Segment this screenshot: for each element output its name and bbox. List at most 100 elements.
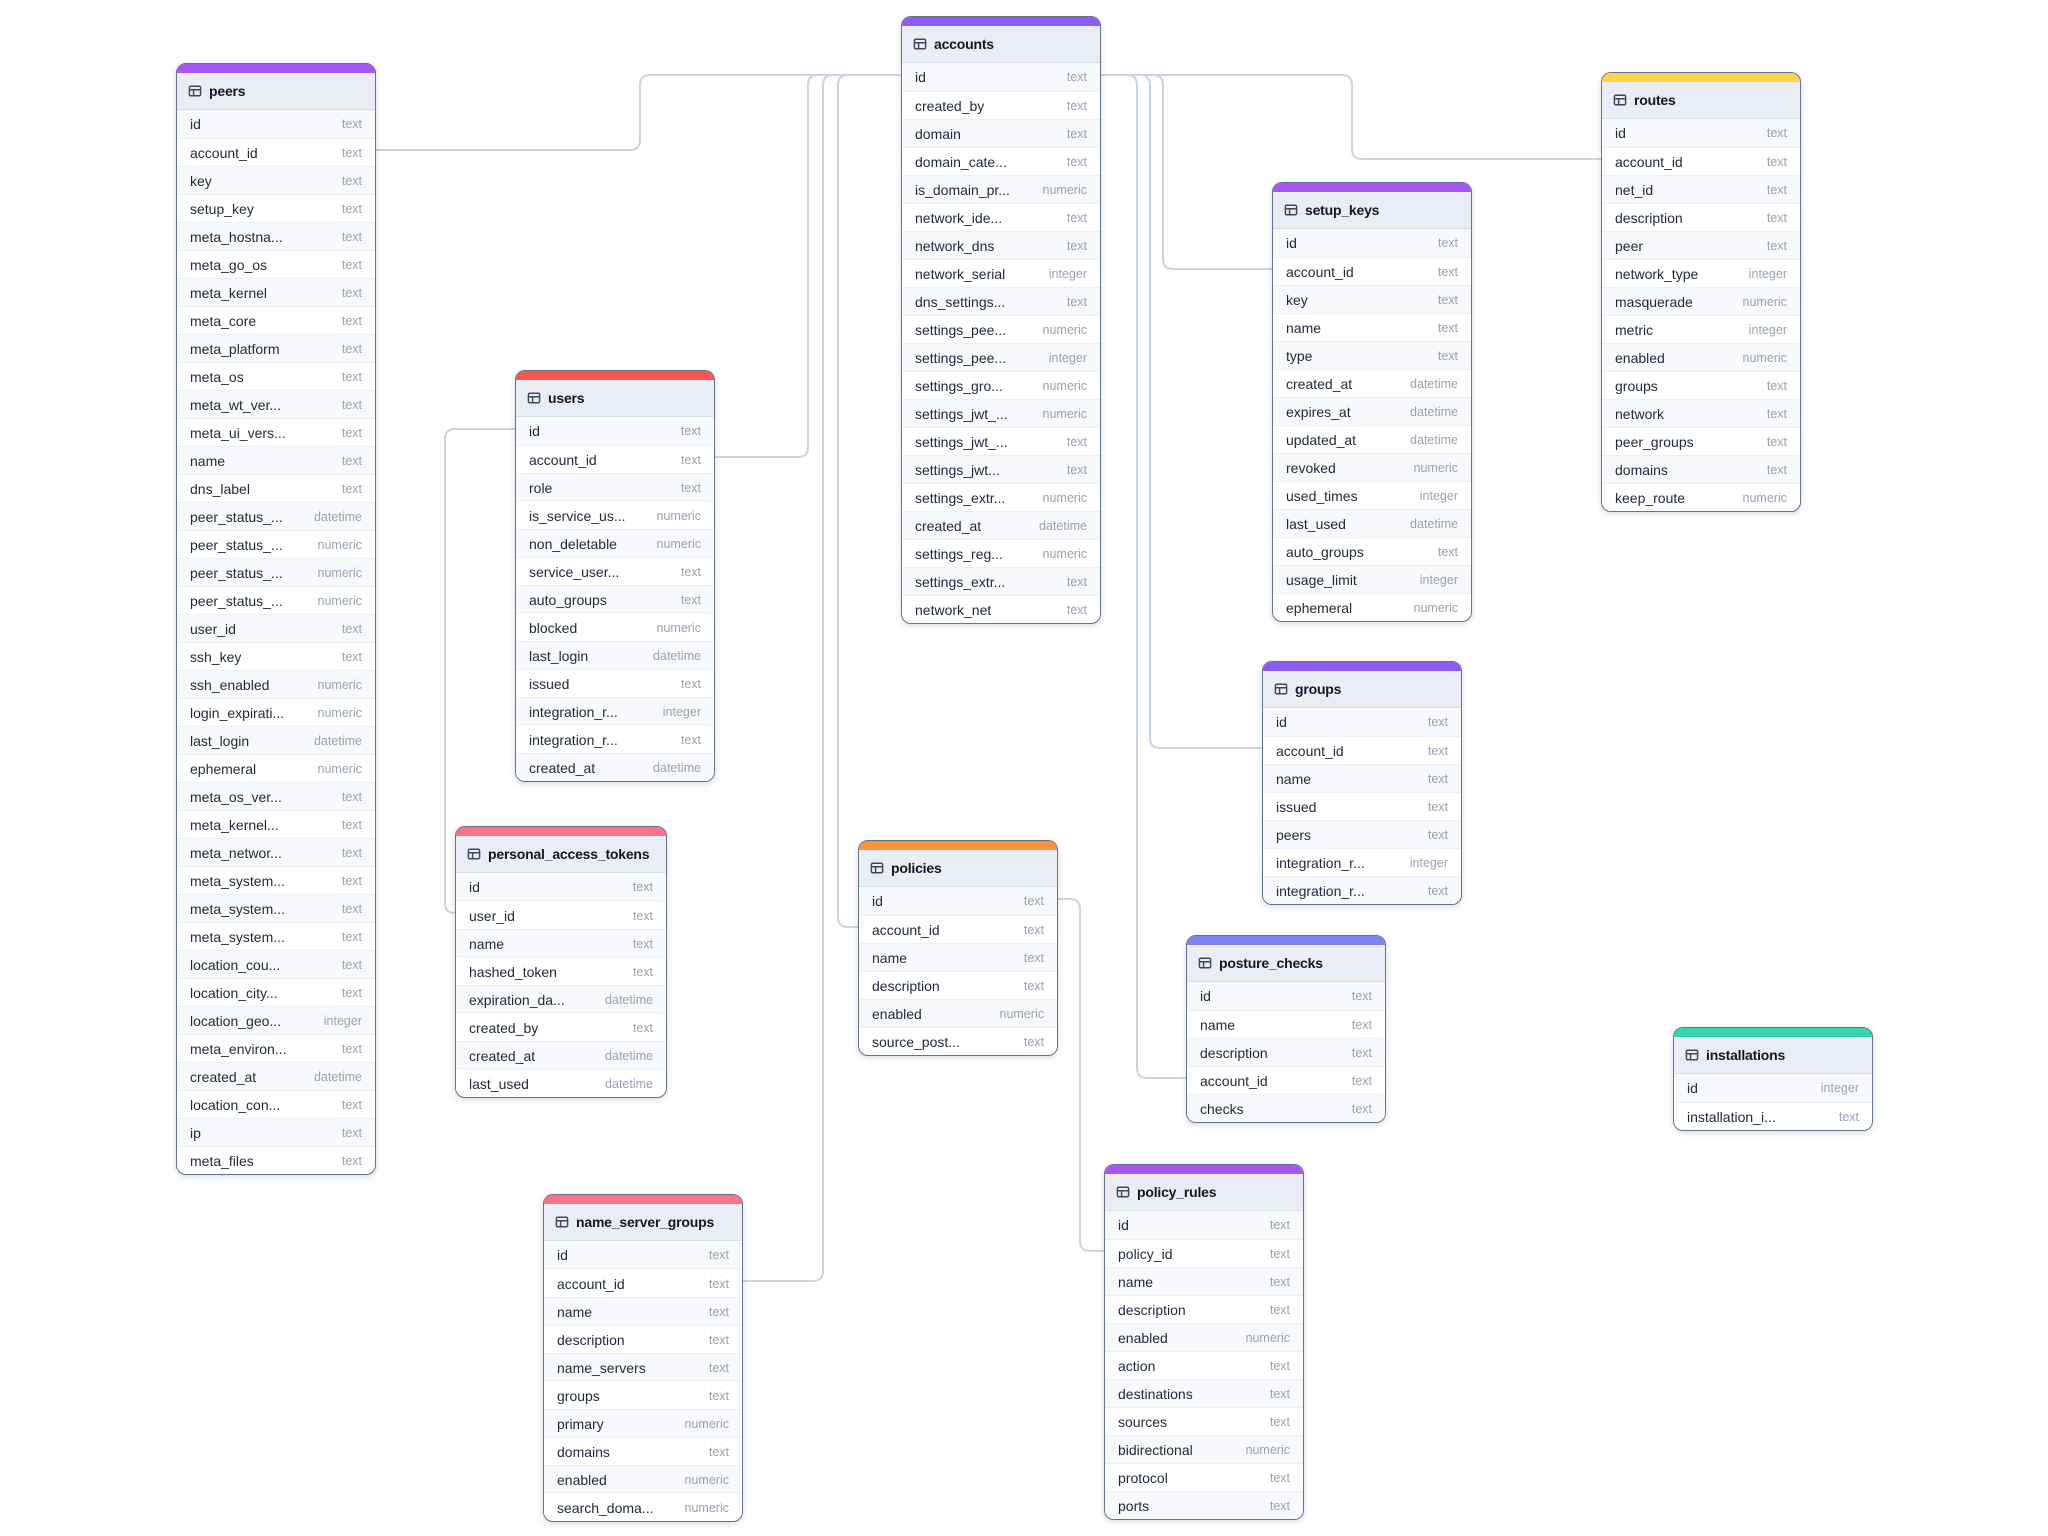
field-name: ssh_enabled	[190, 676, 270, 693]
table-header[interactable]: users	[516, 380, 714, 417]
field-type: text	[1023, 978, 1044, 993]
field-row: issued text	[516, 669, 714, 697]
field-row: id text	[544, 1241, 742, 1269]
table-header[interactable]: setup_keys	[1273, 192, 1471, 229]
field-name: enabled	[1615, 349, 1665, 366]
field-name: created_at	[915, 517, 982, 534]
table-policies[interactable]: policies id text account_id text name te…	[858, 840, 1058, 1056]
field-name: enabled	[557, 1471, 607, 1488]
table-header[interactable]: routes	[1602, 82, 1800, 119]
field-type: text	[680, 564, 701, 579]
field-type: text	[341, 817, 362, 832]
field-type: text	[341, 425, 362, 440]
table-header[interactable]: policies	[859, 850, 1057, 887]
table-icon	[1116, 1185, 1130, 1199]
field-type: text	[1766, 154, 1787, 169]
table-title: posture_checks	[1219, 955, 1323, 971]
field-type: numeric	[1742, 350, 1787, 365]
field-row: settings_jwt_... numeric	[902, 399, 1100, 427]
table-color-strip	[177, 64, 375, 73]
field-type: text	[341, 789, 362, 804]
table-name_server_groups[interactable]: name_server_groups id text account_id te…	[543, 1194, 743, 1522]
table-personal_access_tokens[interactable]: personal_access_tokens id text user_id t…	[455, 826, 667, 1098]
table-routes[interactable]: routes id text account_id text net_id te…	[1601, 72, 1801, 512]
field-name: meta_ui_vers...	[190, 424, 286, 441]
field-type: text	[708, 1388, 729, 1403]
field-name: peers	[1276, 826, 1312, 843]
field-name: network_serial	[915, 265, 1006, 282]
field-type: integer	[1748, 266, 1787, 281]
field-row: net_id text	[1602, 175, 1800, 203]
field-name: domains	[1615, 461, 1668, 478]
field-name: name	[1276, 770, 1312, 787]
field-row: description text	[1602, 203, 1800, 231]
field-name: ssh_key	[190, 648, 242, 665]
field-row: expiration_da... datetime	[456, 985, 666, 1013]
table-header[interactable]: personal_access_tokens	[456, 836, 666, 873]
field-row: account_id text	[177, 138, 375, 166]
table-peers[interactable]: peers id text account_id text key text s…	[176, 63, 376, 1175]
field-type: text	[341, 845, 362, 860]
field-name: user_id	[190, 620, 236, 637]
field-row: network_dns text	[902, 231, 1100, 259]
field-row: id text	[1105, 1211, 1303, 1239]
field-name: domain_cate...	[915, 153, 1007, 170]
field-type: numeric	[1042, 406, 1087, 421]
field-type: text	[1023, 922, 1044, 937]
table-header[interactable]: installations	[1674, 1037, 1872, 1074]
table-icon	[527, 391, 541, 405]
field-name: account_id	[1615, 153, 1683, 170]
field-type: datetime	[314, 509, 362, 524]
field-row: user_id text	[456, 901, 666, 929]
table-groups[interactable]: groups id text account_id text name text…	[1262, 661, 1462, 905]
field-row: meta_platform text	[177, 334, 375, 362]
field-row: domains text	[1602, 455, 1800, 483]
field-name: enabled	[872, 1005, 922, 1022]
field-name: id	[1276, 714, 1287, 730]
field-name: groups	[1615, 377, 1658, 394]
field-row: sources text	[1105, 1407, 1303, 1435]
table-header[interactable]: groups	[1263, 671, 1461, 708]
field-row: role text	[516, 473, 714, 501]
field-type: text	[1351, 1045, 1372, 1060]
field-type: numeric	[684, 1472, 729, 1487]
field-name: name	[557, 1303, 593, 1320]
field-type: text	[1269, 1414, 1290, 1429]
table-setup_keys[interactable]: setup_keys id text account_id text key t…	[1272, 182, 1472, 622]
field-row: expires_at datetime	[1273, 397, 1471, 425]
field-row: setup_key text	[177, 194, 375, 222]
field-row: settings_extr... text	[902, 567, 1100, 595]
field-type: text	[341, 1041, 362, 1056]
table-header[interactable]: policy_rules	[1105, 1174, 1303, 1211]
table-installations[interactable]: installations id integer installation_i.…	[1673, 1027, 1873, 1131]
field-row: ephemeral numeric	[1273, 593, 1471, 621]
field-row: peer_status_... numeric	[177, 558, 375, 586]
table-color-strip	[1187, 936, 1385, 945]
table-header[interactable]: accounts	[902, 26, 1100, 63]
field-name: created_at	[190, 1068, 257, 1085]
field-type: datetime	[1410, 516, 1458, 531]
field-row: id text	[177, 110, 375, 138]
field-name: meta_system...	[190, 928, 285, 945]
field-name: description	[557, 1331, 625, 1348]
field-type: text	[680, 676, 701, 691]
field-type: text	[1066, 434, 1087, 449]
table-header[interactable]: peers	[177, 73, 375, 110]
field-type: text	[1066, 126, 1087, 141]
field-type: text	[341, 145, 362, 160]
table-icon	[1613, 93, 1627, 107]
table-header[interactable]: name_server_groups	[544, 1204, 742, 1241]
table-policy_rules[interactable]: policy_rules id text policy_id text name…	[1104, 1164, 1304, 1520]
field-type: integer	[1748, 322, 1787, 337]
table-header[interactable]: posture_checks	[1187, 945, 1385, 982]
field-row: created_at datetime	[177, 1062, 375, 1090]
table-users[interactable]: users id text account_id text role text …	[515, 370, 715, 782]
field-type: text	[632, 908, 653, 923]
table-accounts[interactable]: accounts id text created_by text domain …	[901, 16, 1101, 624]
field-type: text	[341, 229, 362, 244]
field-type: datetime	[653, 760, 701, 775]
table-posture_checks[interactable]: posture_checks id text name text descrip…	[1186, 935, 1386, 1123]
table-title: installations	[1706, 1047, 1786, 1063]
field-row: domain_cate... text	[902, 147, 1100, 175]
